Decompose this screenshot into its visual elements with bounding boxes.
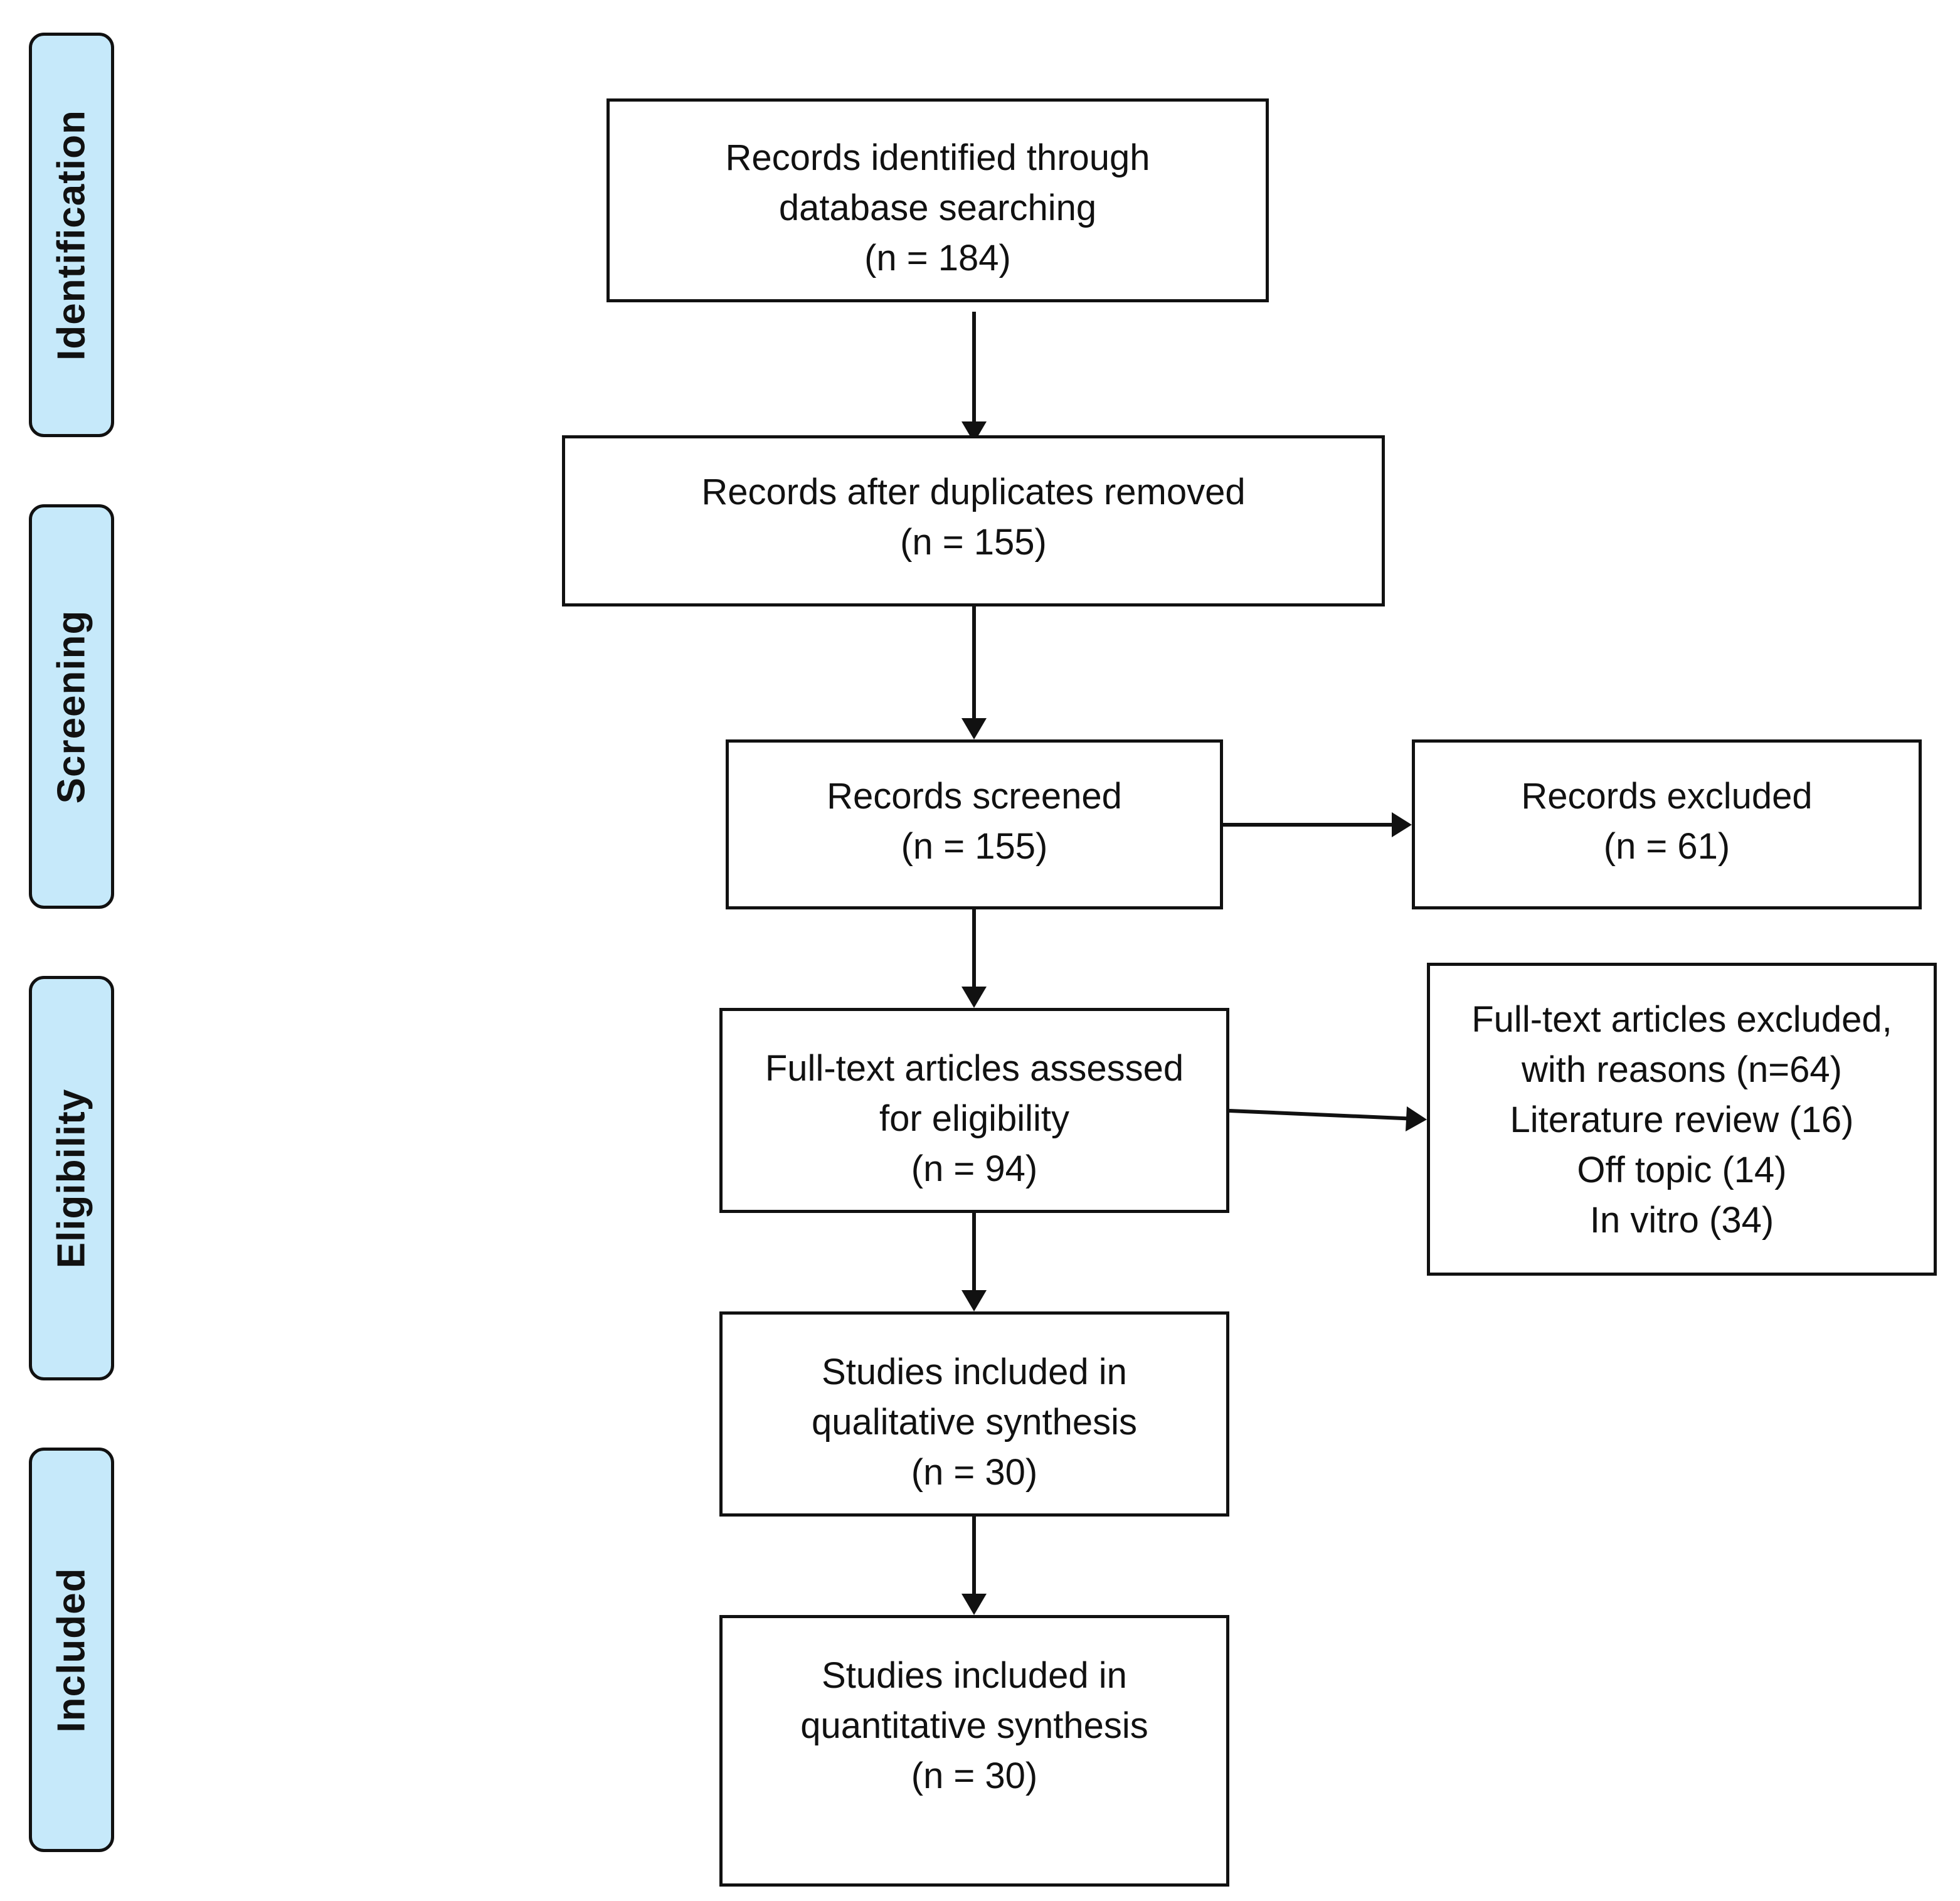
box-line: Records excluded [1521, 776, 1813, 817]
box-line: Records after duplicates removed [701, 472, 1246, 512]
fulltext-excluded-box: Full-text articles excluded, with reason… [1427, 963, 1937, 1276]
box-line: Full-text articles assessed [765, 1048, 1184, 1089]
box-line: Off topic (14) [1577, 1150, 1787, 1190]
box-line: (n = 184) [864, 238, 1011, 278]
box-line: Full-text articles excluded, [1471, 999, 1892, 1040]
arrowhead-6 [961, 1290, 987, 1311]
box-line: (n = 155) [901, 826, 1048, 867]
box-line: quantitative synthesis [800, 1705, 1148, 1746]
records-screened-box: Records screened (n = 155) [726, 739, 1223, 909]
box-line: Literature review (16) [1510, 1099, 1854, 1140]
box-line: (n = 61) [1603, 826, 1730, 867]
records-excluded-box: Records excluded (n = 61) [1412, 739, 1922, 909]
phase-screening: Screening [29, 504, 114, 909]
records-deduped-box: Records after duplicates removed (n = 15… [562, 435, 1385, 606]
box-line: In vitro (34) [1589, 1200, 1774, 1241]
box-line: (n = 94) [911, 1148, 1038, 1189]
qualitative-synthesis-box: Studies included in qualitative synthesi… [719, 1311, 1229, 1517]
box-line: Records identified through [725, 137, 1150, 178]
box-line: (n = 155) [900, 522, 1047, 563]
box-line: Studies included in [822, 1655, 1127, 1696]
box-line: qualitative synthesis [811, 1402, 1138, 1443]
records-identified-box: Records identified through database sear… [607, 98, 1269, 302]
phase-eligibility: Eligibility [29, 976, 114, 1380]
arrowhead-3 [1392, 812, 1412, 837]
phase-identification: Identification [29, 33, 114, 437]
arrowhead-4 [961, 987, 987, 1008]
quantitative-synthesis-box: Studies included in quantitative synthes… [719, 1615, 1229, 1887]
box-line: Studies included in [822, 1352, 1127, 1392]
box-line: Records screened [827, 776, 1122, 817]
box-line: (n = 30) [911, 1452, 1038, 1493]
arrowhead-2 [961, 718, 987, 739]
box-line: database searching [778, 188, 1097, 228]
fulltext-assessed-box: Full-text articles assessed for eligibil… [719, 1008, 1229, 1213]
arrowhead-5 [1406, 1106, 1427, 1131]
box-line: for eligibility [879, 1098, 1069, 1139]
box-line: (n = 30) [911, 1755, 1038, 1796]
box-line: with reasons (n=64) [1522, 1049, 1842, 1090]
phase-included: Included [29, 1448, 114, 1852]
arrowhead-1 [961, 421, 987, 443]
arrowhead-7 [961, 1594, 987, 1615]
arrow-fulltext-to-ft-excluded [1229, 1109, 1417, 1121]
